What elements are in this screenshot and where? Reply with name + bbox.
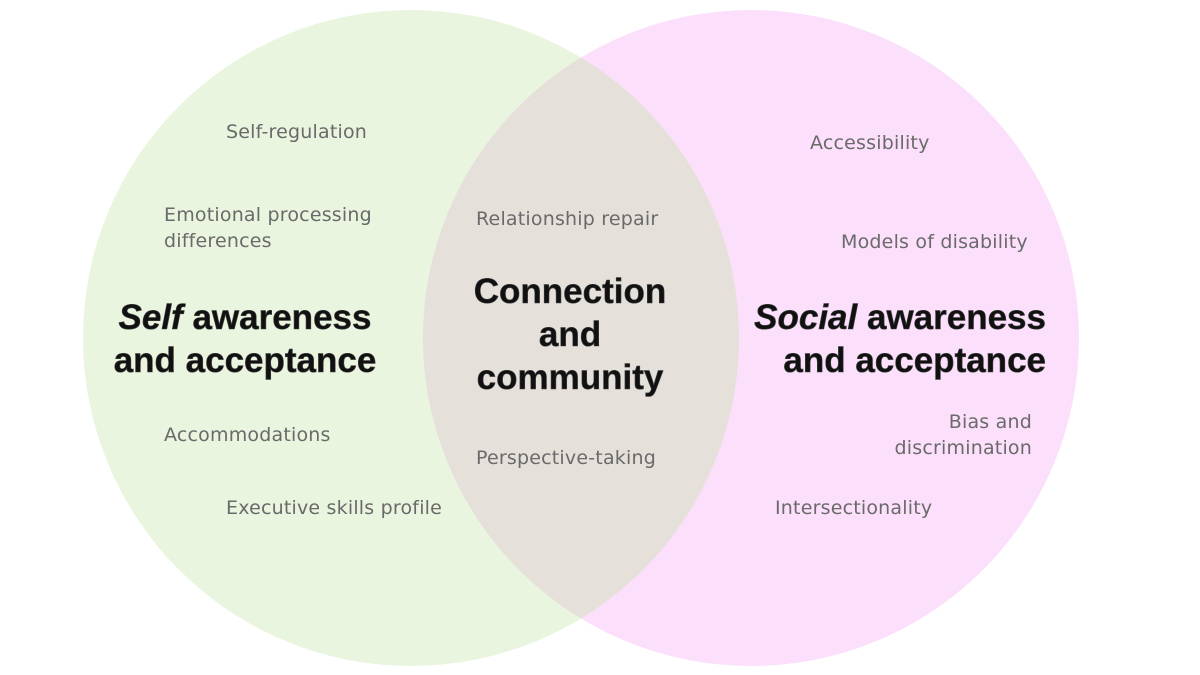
label-emotional-processing-line1: Emotional processing <box>164 204 372 226</box>
self-awareness-title-line2: and acceptance <box>113 341 377 381</box>
connection-title-line1: Connection <box>473 272 667 312</box>
label-accommodations: Accommodations <box>164 424 331 446</box>
label-models-of-disability: Models of disability <box>841 231 1028 253</box>
social-awareness-title: Social awareness and acceptance <box>740 296 1046 382</box>
label-relationship-repair: Relationship repair <box>476 208 659 230</box>
social-awareness-title-emphasis: Social <box>754 298 858 338</box>
connection-title-line3: community <box>476 358 664 398</box>
social-awareness-title-line2: and acceptance <box>783 341 1046 381</box>
label-intersectionality: Intersectionality <box>775 497 933 519</box>
connection-title-line2: and <box>538 315 602 355</box>
overlap-region <box>423 10 739 666</box>
label-bias-line2: discrimination <box>894 437 1032 459</box>
self-awareness-title-emphasis: Self <box>118 298 183 338</box>
connection-community-title: Connection and community <box>440 270 700 399</box>
label-executive-skills-profile: Executive skills profile <box>226 497 443 519</box>
label-bias-line1: Bias and <box>948 411 1032 433</box>
self-awareness-title: Self awareness and acceptance <box>100 296 390 382</box>
label-emotional-processing: Emotional processing differences <box>164 202 372 254</box>
social-awareness-title-rest: awareness <box>857 298 1047 338</box>
label-perspective-taking: Perspective-taking <box>476 447 656 469</box>
label-self-regulation: Self-regulation <box>226 121 368 143</box>
label-accessibility: Accessibility <box>810 132 930 154</box>
label-emotional-processing-line2: differences <box>164 230 272 252</box>
label-bias-and-discrimination: Bias and discrimination <box>832 409 1032 461</box>
self-awareness-title-rest: awareness <box>182 298 372 338</box>
